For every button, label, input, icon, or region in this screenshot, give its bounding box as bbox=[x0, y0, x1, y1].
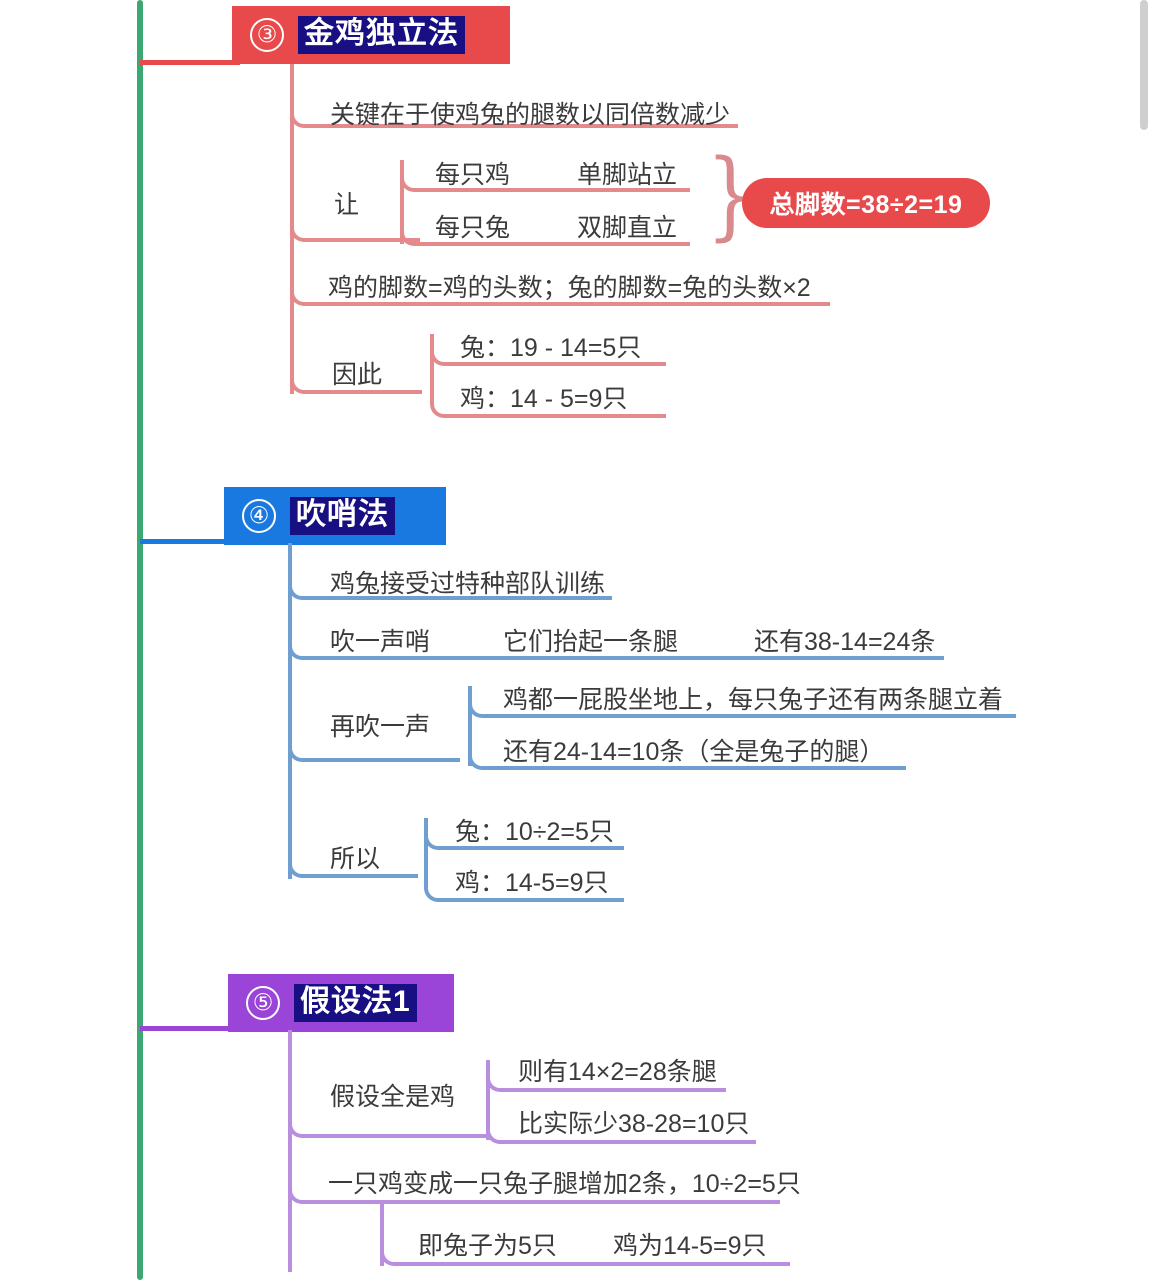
node-rabbit-action[interactable]: 双脚直立 bbox=[577, 214, 678, 242]
node-rabbit-subject[interactable]: 每只兔 bbox=[435, 214, 511, 242]
node-whistle1-action[interactable]: 它们抬起一条腿 bbox=[503, 628, 679, 656]
let-inner-spine bbox=[400, 162, 404, 244]
node-whistle2-label[interactable]: 再吹一声 bbox=[330, 713, 431, 741]
node-therefore-label[interactable]: 因此 bbox=[332, 361, 383, 389]
whistle2-inner-spine bbox=[468, 688, 472, 766]
section-3-spine bbox=[290, 64, 294, 394]
node-result-rabbit-3[interactable]: 兔：19 - 14=5只 bbox=[460, 334, 642, 362]
node-assume-label[interactable]: 假设全是鸡 bbox=[330, 1083, 456, 1111]
node-whistle2-result[interactable]: 还有24-14=10条（全是兔子的腿） bbox=[503, 738, 885, 766]
section-4-number: ④ bbox=[242, 499, 276, 533]
node-whistle1-result[interactable]: 还有38-14=24条 bbox=[754, 628, 936, 656]
section-5-number: ⑤ bbox=[246, 986, 280, 1020]
vertical-scrollbar-thumb[interactable] bbox=[1140, 0, 1148, 130]
node-chicken-action[interactable]: 单脚站立 bbox=[577, 161, 678, 189]
node-premise[interactable]: 鸡兔接受过特种部队训练 bbox=[330, 570, 606, 598]
node-assume-legs[interactable]: 则有14×2=28条腿 bbox=[518, 1058, 717, 1086]
node-final-rabbit[interactable]: 即兔子为5只 bbox=[418, 1232, 557, 1260]
section-4-spine bbox=[288, 543, 292, 879]
node-key-point[interactable]: 关键在于使鸡兔的腿数以同倍数减少 bbox=[330, 101, 731, 129]
node-whistle2-action[interactable]: 鸡都一屁股坐地上，每只兔子还有两条腿立着 bbox=[503, 686, 1004, 714]
section-4-connector bbox=[140, 539, 232, 544]
therefore-inner-spine bbox=[430, 336, 434, 396]
section-5-header[interactable]: ⑤ 假设法1 bbox=[228, 974, 454, 1032]
node-result-rabbit-4[interactable]: 兔：10÷2=5只 bbox=[455, 818, 614, 846]
section-3-title: 金鸡独立法 bbox=[298, 16, 465, 54]
section-4-header[interactable]: ④ 吹哨法 bbox=[224, 487, 446, 545]
section-3-number: ③ bbox=[250, 18, 284, 52]
node-let-label[interactable]: 让 bbox=[334, 191, 360, 219]
node-chicken-subject[interactable]: 每只鸡 bbox=[435, 161, 511, 189]
section-5-connector bbox=[140, 1026, 232, 1031]
node-conversion[interactable]: 一只鸡变成一只兔子腿增加2条，10÷2=5只 bbox=[328, 1170, 801, 1198]
section-3-connector bbox=[140, 60, 240, 65]
node-so-label[interactable]: 所以 bbox=[330, 845, 381, 873]
node-whistle1-label[interactable]: 吹一声哨 bbox=[330, 628, 431, 656]
section-5-title: 假设法1 bbox=[294, 984, 417, 1022]
so-inner-spine bbox=[424, 820, 428, 880]
final-inner-spine bbox=[380, 1204, 384, 1266]
main-trunk-line bbox=[137, 0, 143, 1280]
section-4-title: 吹哨法 bbox=[290, 497, 395, 535]
section-5-spine bbox=[288, 1030, 292, 1272]
node-result-chicken-4[interactable]: 鸡：14-5=9只 bbox=[455, 869, 609, 897]
section-3-header[interactable]: ③ 金鸡独立法 bbox=[232, 6, 510, 64]
node-result-chicken-3[interactable]: 鸡：14 - 5=9只 bbox=[460, 385, 628, 413]
vertical-scrollbar-track[interactable] bbox=[1140, 0, 1148, 1280]
node-assume-diff[interactable]: 比实际少38-28=10只 bbox=[518, 1110, 750, 1138]
total-feet-badge[interactable]: 总脚数=38÷2=19 bbox=[742, 178, 990, 228]
node-formula[interactable]: 鸡的脚数=鸡的头数；兔的脚数=兔的头数×2 bbox=[328, 274, 811, 302]
assume-inner-spine bbox=[486, 1062, 490, 1140]
node-final-chicken[interactable]: 鸡为14-5=9只 bbox=[613, 1232, 767, 1260]
